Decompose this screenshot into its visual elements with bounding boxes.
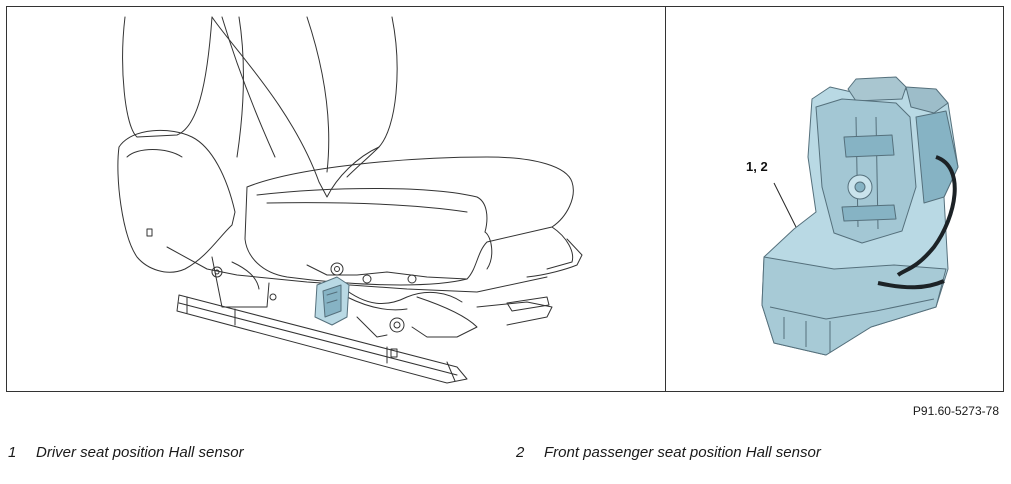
seat-rail <box>176 294 468 384</box>
wiring-harness <box>341 286 463 305</box>
figure-id: P91.60-5273-78 <box>912 404 999 418</box>
hall-sensor-illustration <box>761 76 959 356</box>
seat-overview-panel <box>7 7 665 391</box>
legend-item-2: 2 Front passenger seat position Hall sens… <box>516 444 821 461</box>
hall-sensor-highlight <box>314 276 350 326</box>
sensor-cable-lower <box>877 279 945 290</box>
callout-label: 1, 2 <box>746 159 768 174</box>
seat-cushion <box>244 156 574 286</box>
backrest-center <box>211 16 398 198</box>
legend-text: Driver seat position Hall sensor <box>36 444 244 461</box>
backrest <box>122 16 213 138</box>
legend-text: Front passenger seat position Hall senso… <box>544 444 821 461</box>
sensor-cable <box>896 155 957 277</box>
seat-frame <box>166 246 548 293</box>
panel-divider <box>665 7 666 391</box>
figure-frame: 1, 2 <box>6 6 1004 392</box>
seat-illustration <box>117 16 583 384</box>
side-bolster <box>117 129 236 273</box>
sensor-detail-panel: 1, 2 <box>666 7 1003 391</box>
legend-number: 2 <box>516 444 525 461</box>
legend-item-1: 1 Driver seat position Hall sensor <box>8 444 244 461</box>
legend-number: 1 <box>8 444 17 461</box>
